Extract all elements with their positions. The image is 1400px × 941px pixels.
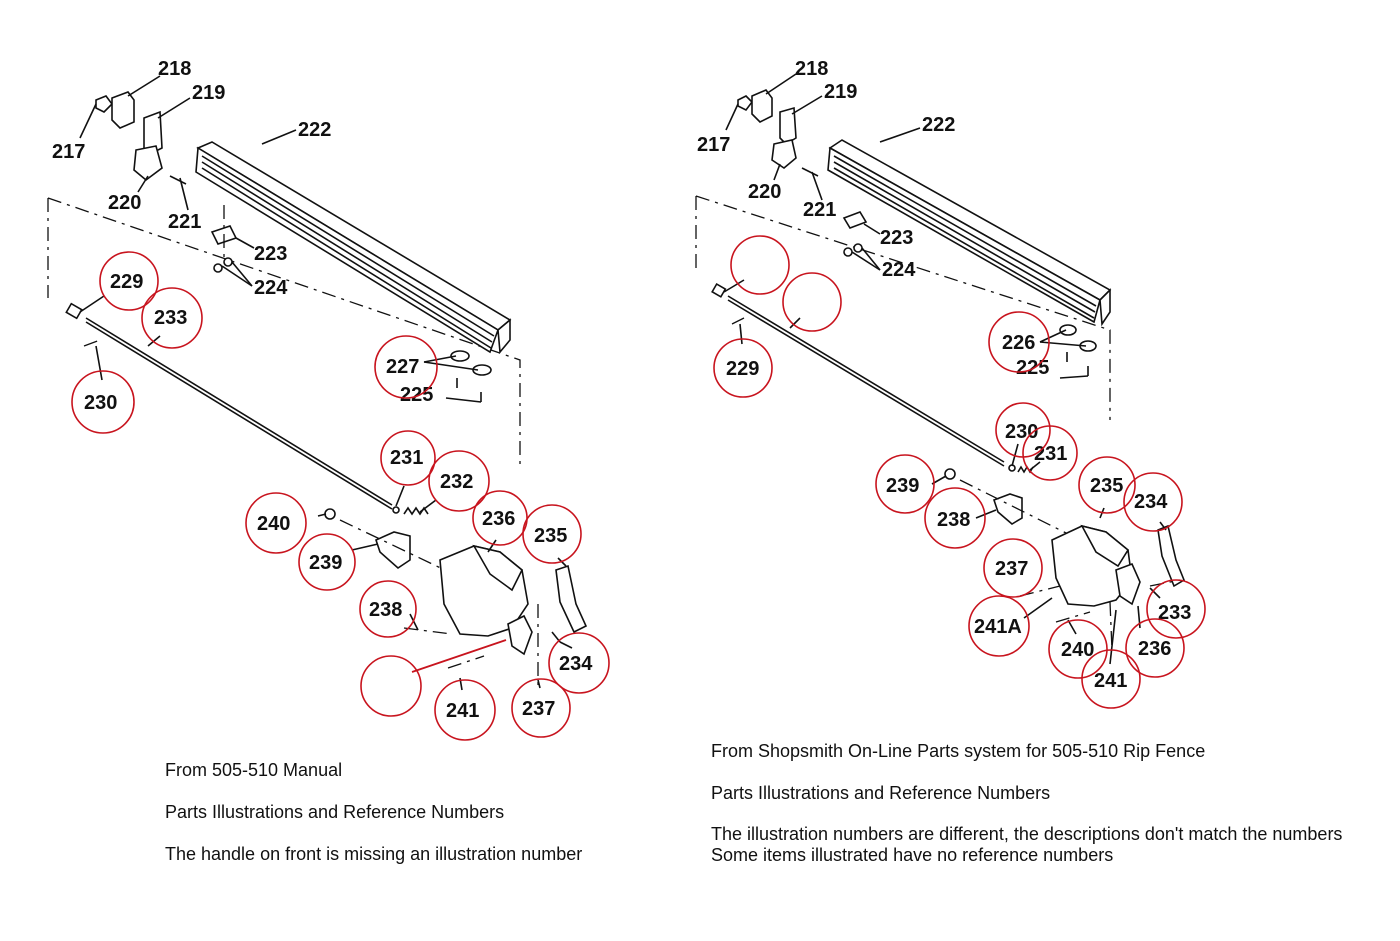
right-caption-source: From Shopsmith On-Line Parts system for … — [711, 741, 1206, 761]
knob-229 — [65, 302, 83, 320]
label-239-right: 239 — [886, 475, 919, 497]
screw-224b — [223, 257, 233, 267]
label-235-right: 235 — [1090, 475, 1123, 497]
lever-234-right — [1157, 524, 1185, 588]
right-highlight-circles — [713, 235, 1206, 709]
label-224: 224 — [254, 277, 288, 299]
label-222-right: 222 — [922, 114, 955, 136]
label-236-right: 236 — [1138, 638, 1171, 660]
left-assembly-boundary — [47, 197, 521, 470]
label-237: 237 — [522, 698, 555, 720]
label-241-right: 241 — [1094, 670, 1127, 692]
label-217-right: 217 — [697, 134, 730, 156]
right-labels: 217 218 219 220 221 222 223 224 225 226 … — [697, 58, 1191, 692]
lever-235 — [555, 564, 588, 634]
label-233: 233 — [154, 307, 187, 329]
label-231: 231 — [390, 447, 423, 469]
fence-rail-222 — [195, 141, 512, 354]
nut-217 — [95, 95, 114, 113]
right-caption-subtitle: Parts Illustrations and Reference Number… — [711, 783, 1051, 803]
label-218-right: 218 — [795, 58, 828, 80]
label-239: 239 — [309, 552, 342, 574]
rod-233 — [85, 317, 393, 506]
label-220-right: 220 — [748, 181, 781, 203]
handle-unnumbered — [507, 614, 533, 656]
left-caption-subtitle: Parts Illustrations and Reference Number… — [165, 802, 505, 822]
label-219: 219 — [192, 82, 225, 104]
rod-right — [727, 295, 1005, 463]
label-233-right: 233 — [1158, 602, 1191, 624]
left-leader-lines — [79, 75, 573, 691]
label-241a-right: 241A — [974, 616, 1022, 638]
pin-241 — [447, 655, 485, 669]
label-220: 220 — [108, 192, 141, 214]
label-230-right: 230 — [1005, 421, 1038, 443]
empty-circle-a — [730, 235, 790, 295]
bracket-238-right — [992, 493, 1023, 525]
left-labels: 217 218 219 220 221 222 223 224 225 227 … — [52, 58, 593, 722]
label-232: 232 — [440, 471, 473, 493]
label-234-right: 234 — [1134, 491, 1168, 513]
left-diagram — [47, 91, 588, 690]
label-227: 227 — [386, 356, 419, 378]
pin-221 — [169, 175, 187, 185]
right-leader-lines — [723, 73, 1167, 665]
label-219-right: 219 — [824, 81, 857, 103]
right-assembly-boundary — [695, 195, 1111, 420]
washer-240 — [324, 508, 336, 520]
label-221: 221 — [168, 211, 201, 233]
bracket-218-right — [751, 89, 773, 123]
label-238: 238 — [369, 599, 402, 621]
washer-227a — [450, 350, 470, 362]
nut-217-right — [737, 95, 754, 112]
right-diagram — [695, 89, 1185, 651]
label-230: 230 — [84, 392, 117, 414]
cam-220-right — [771, 139, 797, 169]
label-240-right: 240 — [1061, 639, 1094, 661]
right-caption-note2: Some items illustrated have no reference… — [711, 845, 1114, 865]
bracket-239 — [375, 531, 411, 570]
label-225: 225 — [400, 384, 433, 406]
label-240: 240 — [257, 513, 290, 535]
label-241: 241 — [446, 700, 479, 722]
fence-rail-222-right — [827, 139, 1112, 327]
washer-226a — [1059, 324, 1077, 336]
label-235: 235 — [534, 525, 567, 547]
label-237-right: 237 — [995, 558, 1028, 580]
cam-220 — [133, 145, 163, 182]
pin-238 — [403, 627, 453, 635]
right-caption-note1: The illustration numbers are different, … — [711, 824, 1343, 844]
label-236: 236 — [482, 508, 515, 530]
washer-239-right — [944, 468, 956, 480]
empty-circle-b — [782, 272, 842, 332]
label-226-right: 226 — [1002, 332, 1035, 354]
empty-circle-missing-number — [360, 655, 422, 717]
left-caption-note: The handle on front is missing an illust… — [165, 844, 583, 864]
block-223-right — [842, 211, 868, 229]
label-223-right: 223 — [880, 227, 913, 249]
label-231-right: 231 — [1034, 443, 1067, 465]
missing-number-leader — [411, 639, 507, 673]
label-222: 222 — [298, 119, 331, 141]
label-229: 229 — [110, 271, 143, 293]
pin-221-right — [801, 167, 819, 177]
left-caption-source: From 505-510 Manual — [165, 760, 343, 780]
label-218: 218 — [158, 58, 191, 80]
label-221-right: 221 — [803, 199, 836, 221]
label-217: 217 — [52, 141, 85, 163]
label-234: 234 — [559, 653, 593, 675]
screw-224a — [213, 263, 223, 273]
bracket-218 — [111, 91, 135, 129]
handle-right — [1115, 562, 1141, 606]
label-229-right: 229 — [726, 358, 759, 380]
label-224-right: 224 — [882, 259, 916, 281]
label-238-right: 238 — [937, 509, 970, 531]
left-highlight-circles — [71, 251, 610, 741]
label-223: 223 — [254, 243, 287, 265]
ball-231 — [392, 506, 400, 514]
